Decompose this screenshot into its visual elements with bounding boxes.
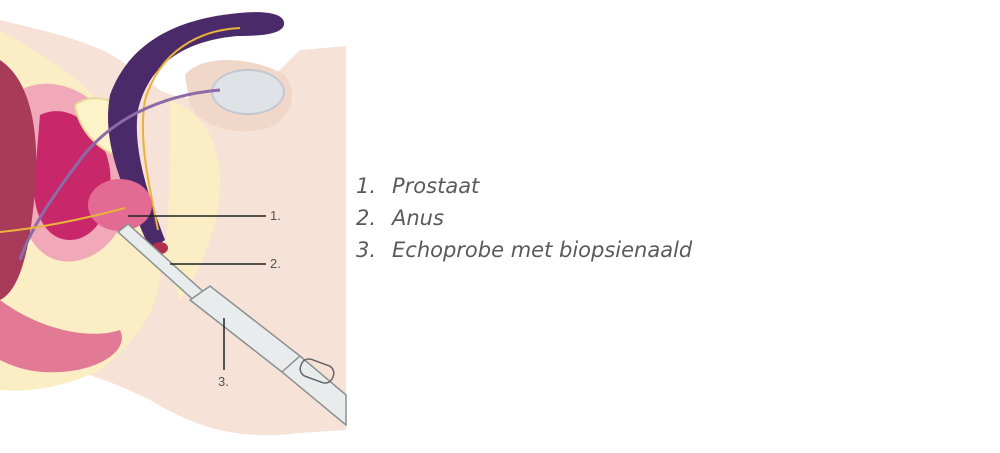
- yellow-duct: [0, 207, 126, 233]
- legend-number: 2.: [356, 206, 377, 230]
- echo-probe: [116, 223, 347, 427]
- legend-item-anus: 2. Anus: [356, 202, 692, 234]
- rectum-lower: [0, 300, 122, 373]
- callout-label-2: 2.: [270, 256, 281, 271]
- testis: [211, 69, 285, 115]
- legend-number: 3.: [356, 238, 377, 262]
- callout-label-1: 1.: [270, 208, 281, 223]
- legend-label: Anus: [392, 206, 444, 230]
- callout-label-3: 3.: [218, 374, 229, 389]
- legend-item-probe: 3. Echoprobe met biopsienaald: [356, 234, 692, 266]
- legend-label: Echoprobe met biopsienaald: [392, 238, 693, 262]
- penis: [108, 12, 285, 250]
- legend-number: 1.: [356, 174, 377, 198]
- legend-label: Prostaat: [392, 174, 480, 198]
- legend-list: 1. Prostaat 2. Anus 3. Echoprobe met biopsi…: [356, 170, 692, 266]
- prostate: [88, 179, 152, 231]
- thigh-fat: [165, 100, 220, 300]
- legend-item-prostate: 1. Prostaat: [356, 170, 692, 202]
- urethra-line: [141, 27, 241, 231]
- vas-deferens: [18, 88, 221, 261]
